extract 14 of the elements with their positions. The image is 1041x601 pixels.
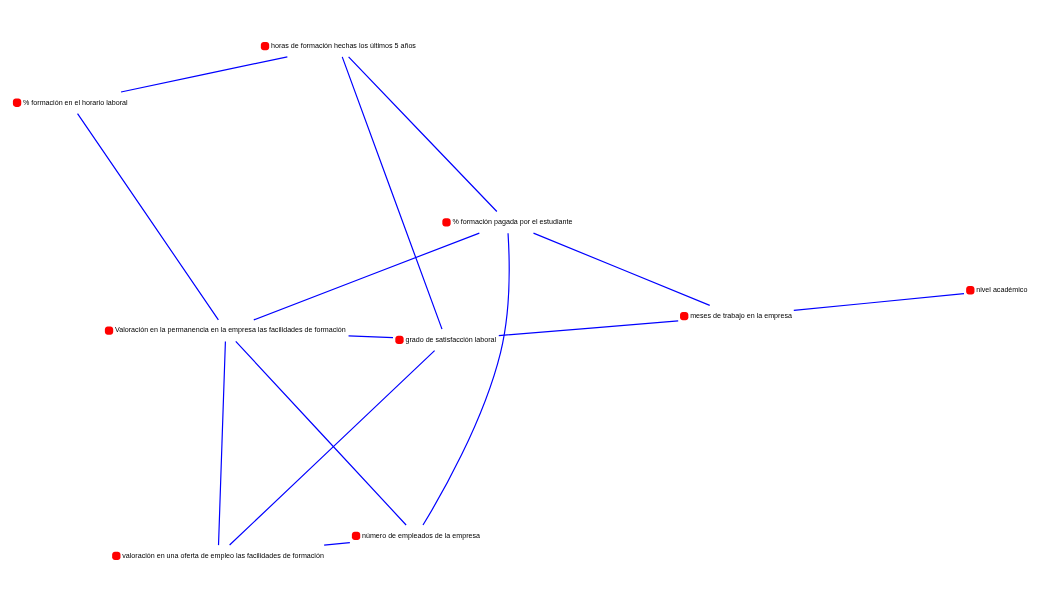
connector [532,232,711,306]
connector [422,232,510,526]
connector [323,541,351,546]
connector [120,55,288,93]
connector [793,292,965,311]
connector [347,334,394,338]
connector [253,232,480,320]
connector [235,340,407,526]
connector [229,349,436,546]
connector [76,112,219,320]
connector [348,55,498,212]
connector [217,340,226,546]
connector [341,55,443,330]
connector [498,319,679,336]
